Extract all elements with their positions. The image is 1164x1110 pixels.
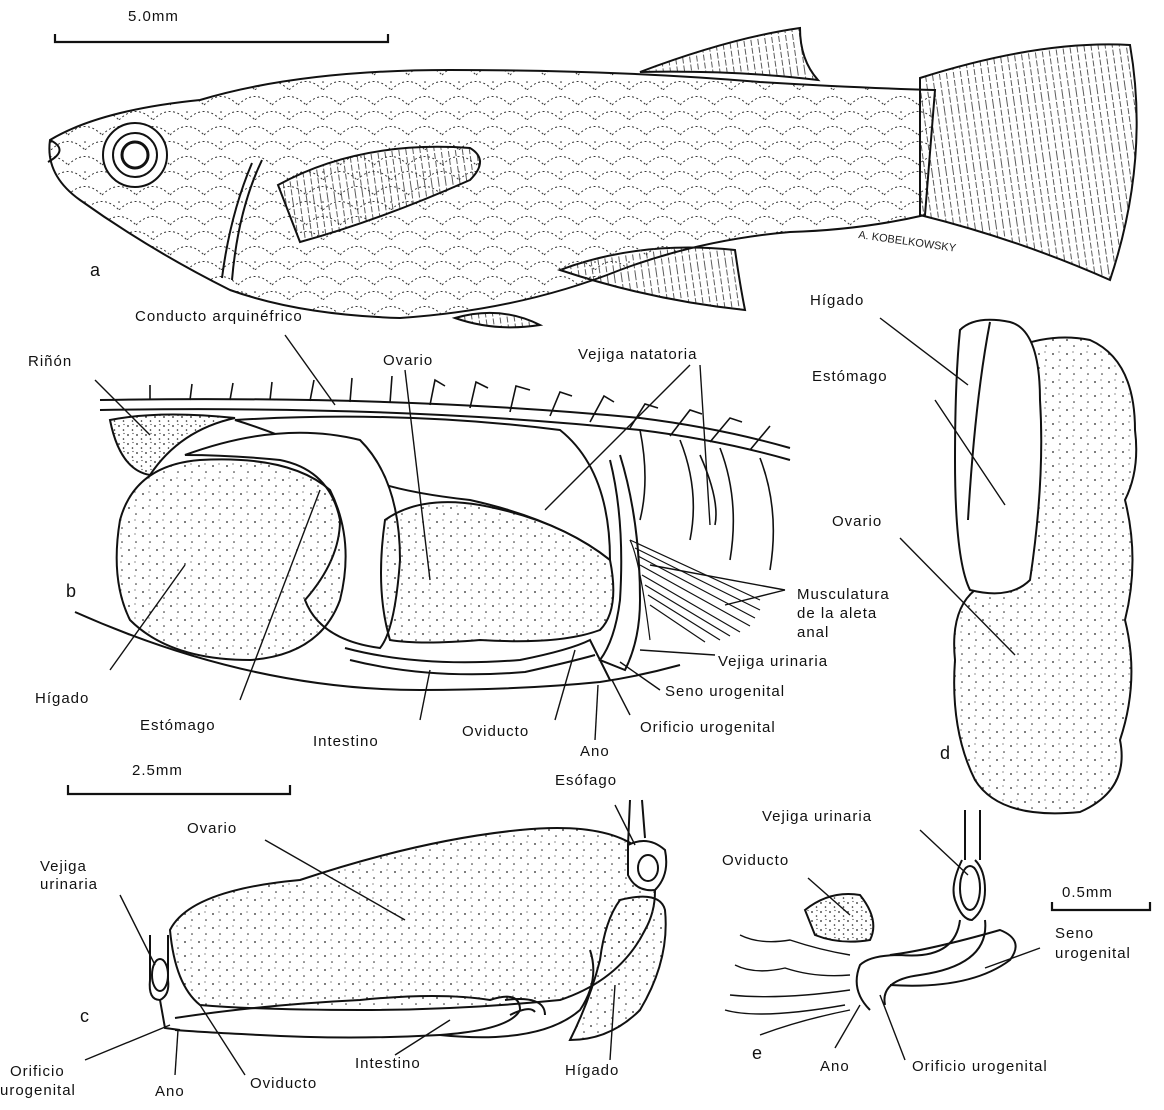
label-musculatura-3: anal bbox=[797, 624, 829, 641]
dissection-c bbox=[85, 800, 666, 1075]
label-conducto-arquinefrico: Conducto arquinéfrico bbox=[135, 308, 303, 325]
scale-label-a: 5.0mm bbox=[128, 8, 179, 25]
scale-bar-b bbox=[68, 785, 290, 794]
label-intestino-b: Intestino bbox=[313, 733, 379, 750]
label-rinon: Riñón bbox=[28, 353, 72, 370]
label-seno-e-1: Seno bbox=[1055, 925, 1094, 942]
label-higado-d: Hígado bbox=[810, 292, 864, 309]
scale-bar-e bbox=[1052, 902, 1150, 910]
label-vejiga-natatoria: Vejiga natatoria bbox=[578, 346, 697, 363]
panel-label-a: a bbox=[90, 262, 100, 279]
label-intestino-c: Intestino bbox=[355, 1055, 421, 1072]
dissection-b bbox=[75, 335, 790, 740]
label-musculatura-1: Musculatura bbox=[797, 586, 890, 603]
label-ano-e: Ano bbox=[820, 1058, 850, 1075]
label-orificio-c-2: urogenital bbox=[0, 1082, 76, 1099]
scale-bar-a bbox=[55, 34, 388, 42]
label-vejiga-urinaria-e: Vejiga urinaria bbox=[762, 808, 872, 825]
panel-label-b: b bbox=[66, 583, 76, 600]
label-oviducto-c: Oviducto bbox=[250, 1075, 317, 1092]
label-orificio-c-1: Orificio bbox=[10, 1063, 65, 1080]
fish-drawing bbox=[48, 28, 1137, 327]
label-seno-urogenital-b: Seno urogenital bbox=[665, 683, 785, 700]
scale-label-e: 0.5mm bbox=[1062, 884, 1113, 901]
label-ovario-d: Ovario bbox=[832, 513, 882, 530]
label-orificio-urogenital-e: Orificio urogenital bbox=[912, 1058, 1048, 1075]
panel-label-e: e bbox=[752, 1045, 762, 1062]
label-ovario-c: Ovario bbox=[187, 820, 237, 837]
label-ano-c: Ano bbox=[155, 1083, 185, 1100]
label-higado-b: Hígado bbox=[35, 690, 89, 707]
label-ovario-b: Ovario bbox=[383, 352, 433, 369]
label-estomago-b: Estómago bbox=[140, 717, 216, 734]
dissection-d bbox=[880, 318, 1136, 813]
label-esofago-c: Esófago bbox=[555, 772, 617, 789]
label-seno-e-2: urogenital bbox=[1055, 945, 1131, 962]
label-orificio-urogenital-b: Orificio urogenital bbox=[640, 719, 776, 736]
label-ano-b: Ano bbox=[580, 743, 610, 760]
label-musculatura-2: de la aleta bbox=[797, 605, 877, 622]
dissection-e bbox=[725, 810, 1040, 1060]
label-oviducto-b: Oviducto bbox=[462, 723, 529, 740]
scale-label-b: 2.5mm bbox=[132, 762, 183, 779]
label-higado-c: Hígado bbox=[565, 1062, 619, 1079]
artist-signature: A. KOBELKOWSKY bbox=[858, 229, 958, 255]
label-estomago-d: Estómago bbox=[812, 368, 888, 385]
label-vejiga-c-2: urinaria bbox=[40, 876, 98, 893]
label-vejiga-urinaria-b: Vejiga urinaria bbox=[718, 653, 828, 670]
panel-label-c: c bbox=[80, 1008, 89, 1025]
label-vejiga-c-1: Vejiga bbox=[40, 858, 87, 875]
label-oviducto-e: Oviducto bbox=[722, 852, 789, 869]
panel-label-d: d bbox=[940, 745, 950, 762]
